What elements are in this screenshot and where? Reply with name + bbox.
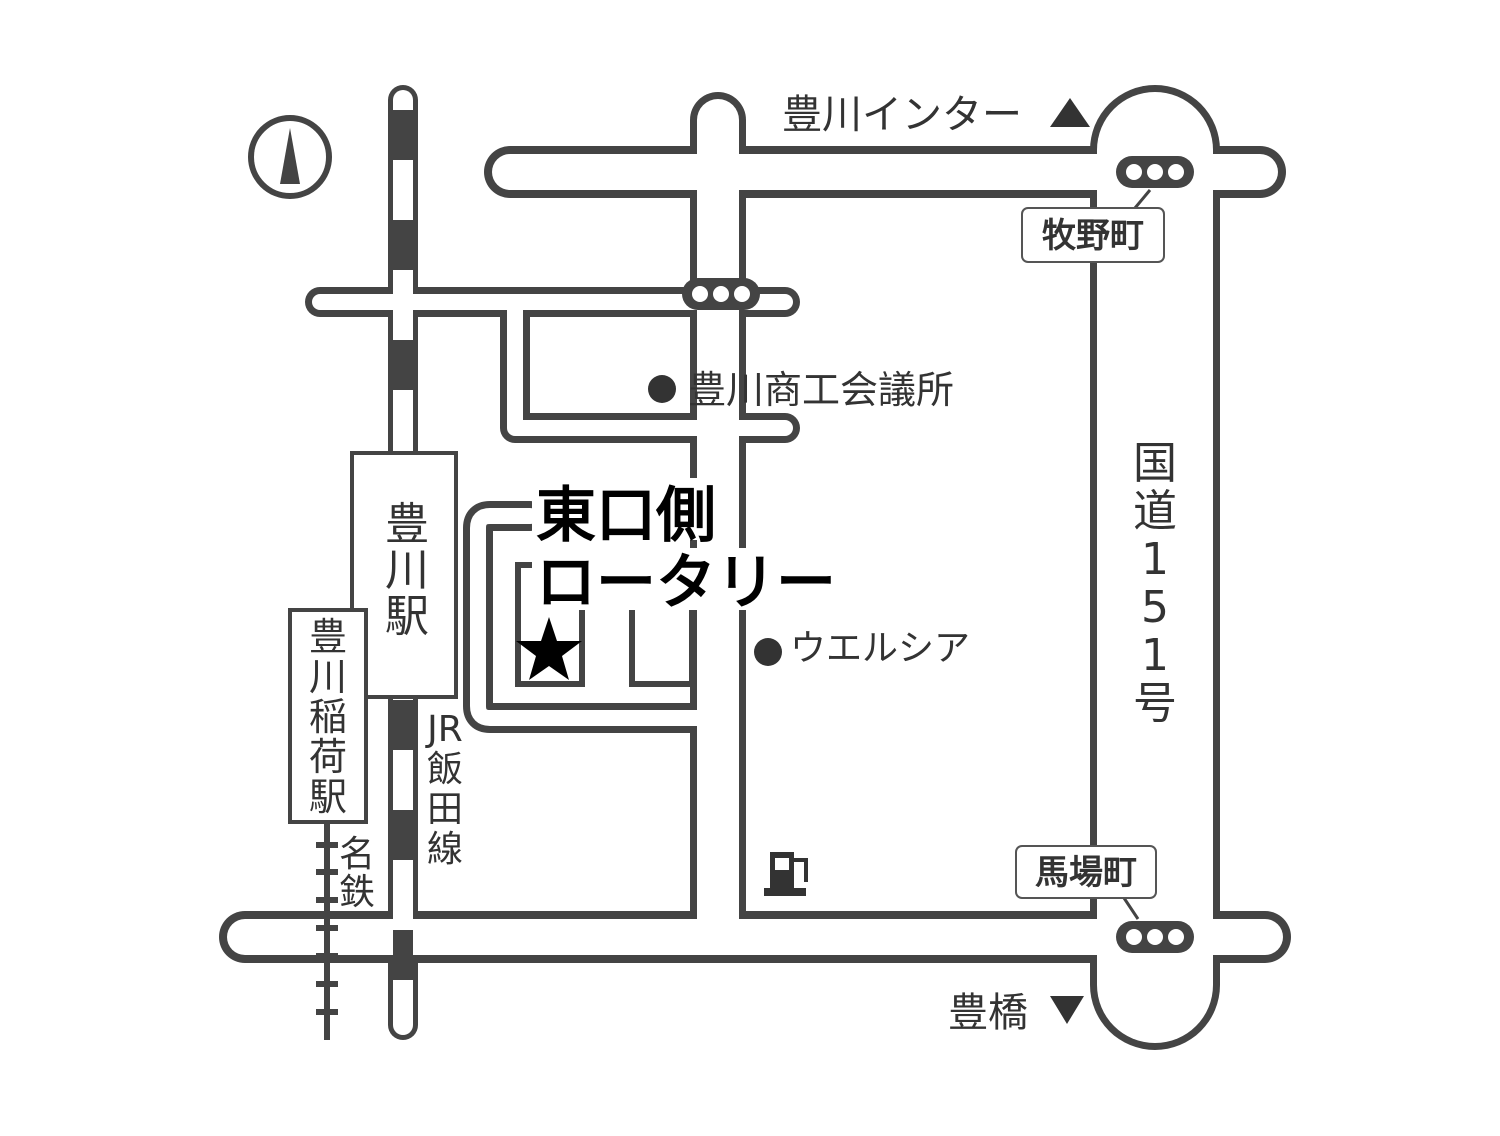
interchange-label: 豊川インター: [782, 92, 1022, 138]
traffic-signal-icon: [1116, 156, 1194, 209]
intersection-baba-label: 馬場町: [1035, 853, 1137, 893]
poi-dot-icon: [648, 375, 676, 403]
station-meitetsu-box: [288, 608, 368, 824]
station-jr-box: [350, 451, 458, 699]
star-icon: [516, 617, 582, 680]
jr-line-label: JR飯田線: [426, 709, 463, 870]
traffic-signal-icon: [682, 278, 760, 310]
rail-jr-dashes: [393, 110, 413, 980]
rotary-title-bg: [532, 478, 862, 610]
meitetsu-line-label: 名鉄: [338, 834, 375, 913]
poi-dot-icon: [754, 638, 782, 666]
rotary-title-line1: 東口側: [536, 481, 716, 551]
station-jr-label: 豊川駅: [385, 499, 429, 642]
north-arrow-icon: [248, 115, 332, 199]
rotary-title-line2: ロータリー: [536, 548, 836, 618]
rail-meitetsu: [316, 820, 338, 1040]
rotary-area: [515, 548, 695, 687]
traffic-signal-icon: [1116, 897, 1194, 953]
triangle-up-icon: [1050, 98, 1090, 127]
intersection-baba: 馬場町: [1015, 845, 1157, 899]
chamber-label: 豊川商工会議所: [688, 368, 954, 412]
welcia-label: ウエルシア: [790, 628, 970, 669]
toyohashi-label: 豊橋: [948, 990, 1028, 1036]
station-meitetsu-label: 豊川稲荷駅: [308, 615, 347, 819]
route-label: 国道151号: [1133, 438, 1177, 729]
intersection-makino-label: 牧野町: [1042, 216, 1144, 256]
intersection-makino: 牧野町: [1021, 207, 1165, 263]
triangle-down-icon: [1050, 996, 1084, 1024]
gas-station-icon: [764, 852, 808, 896]
